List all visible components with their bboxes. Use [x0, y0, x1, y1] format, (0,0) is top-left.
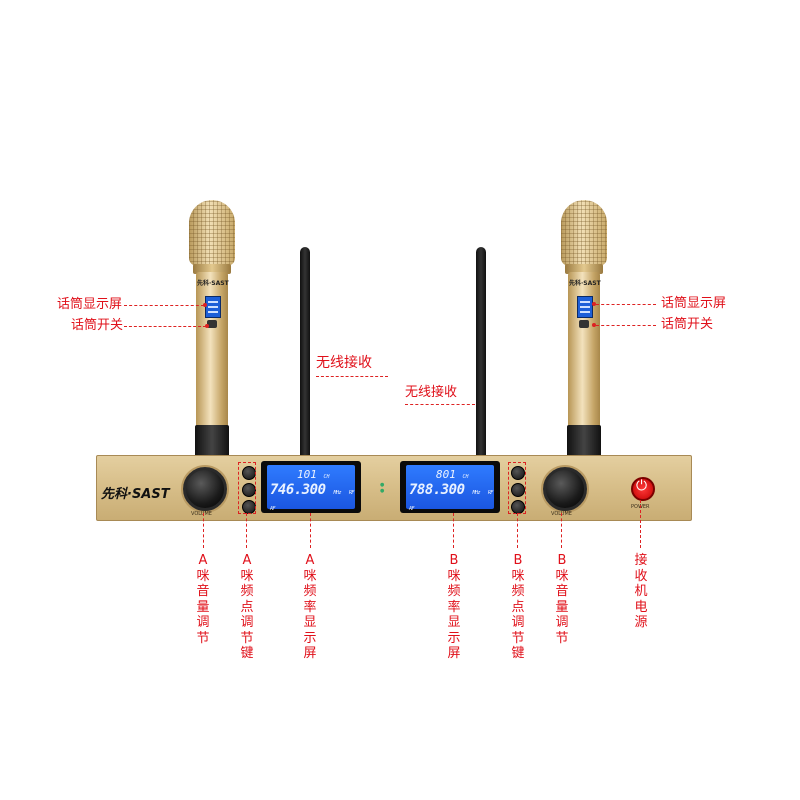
display-a-leader: [310, 513, 311, 548]
mic-left-screen-dot: [203, 303, 207, 307]
lcd-a-rf-af: RF AF: [270, 490, 354, 512]
mic-right-switch-dot: [592, 323, 596, 327]
lcd-a-frequency: 746.300: [270, 482, 326, 498]
volume-b-callout: B咪音量调节: [555, 553, 569, 646]
mic-right-screen-leader: [596, 304, 656, 305]
lcd-display-a: 101 CH 746.300 MHz RF AF: [261, 461, 361, 513]
antenna-right-leader: [405, 404, 475, 405]
mic-right-switch-leader: [596, 325, 656, 326]
mic-left-neck: [193, 264, 231, 274]
display-a-callout: A咪频率显示屏: [303, 553, 317, 661]
mic-left-power-switch[interactable]: [207, 320, 217, 328]
antenna-right: [476, 247, 486, 457]
volume-knob-a[interactable]: [183, 467, 227, 511]
mic-left-switch-leader: [124, 326, 206, 327]
mic-right-screen: [577, 296, 593, 318]
mic-right-body: 先科·SAST: [568, 272, 601, 432]
volume-knob-a-label: VOLUME: [191, 511, 212, 517]
mic-left-screen-leader: [124, 305, 204, 306]
mic-left-logo: 先科·SAST: [197, 280, 229, 287]
lcd-a-mhz-unit: MHz: [333, 490, 341, 496]
antenna-left-callout: 无线接收: [316, 355, 372, 371]
mic-left-switch-callout: 话筒开关: [71, 318, 124, 333]
lcd-b-frequency: 788.300: [409, 482, 465, 498]
receiver-unit: 先科·SAST VOLUME 101 CH 746.300 MHz RF AF …: [96, 455, 692, 521]
volume-a-leader: [203, 513, 204, 548]
mic-right-grille: [561, 200, 607, 266]
status-leds: ●●: [380, 482, 385, 494]
lcd-a-ch-unit: CH: [323, 474, 330, 480]
freq-point-a-callout: A咪频点调节键: [240, 553, 254, 661]
freq-point-b-callout: B咪频点调节键: [511, 553, 525, 661]
receiver-logo: 先科·SAST: [101, 487, 170, 502]
antenna-left-leader: [316, 376, 388, 377]
lcd-b-rf-af: RF AF: [409, 490, 493, 512]
lcd-b-channel: 801: [436, 468, 456, 481]
mic-right-logo: 先科·SAST: [569, 280, 601, 287]
freq-buttons-b-highlight: [508, 462, 526, 514]
antenna-left: [300, 247, 310, 457]
mic-left-screen: [205, 296, 221, 318]
lcd-b-mhz-unit: MHz: [472, 490, 480, 496]
up-button-b[interactable]: [511, 483, 525, 497]
power-leader: [640, 500, 641, 548]
display-b-leader: [453, 513, 454, 548]
freq-buttons-a-highlight: [238, 462, 256, 514]
antenna-right-callout: 无线接收: [405, 385, 458, 400]
lcd-a-channel: 101: [297, 468, 317, 481]
volume-a-callout: A咪音量调节: [196, 553, 210, 646]
mic-right-screen-callout: 话筒显示屏: [661, 296, 727, 311]
power-button[interactable]: [631, 477, 655, 501]
freq-point-a-leader: [246, 513, 247, 548]
mic-right-neck: [565, 264, 603, 274]
volume-b-leader: [561, 513, 562, 548]
display-b-callout: B咪频率显示屏: [447, 553, 461, 661]
mic-left-switch-dot: [205, 324, 209, 328]
power-callout: 接收机电源: [634, 553, 648, 630]
mic-right-power-switch[interactable]: [579, 320, 589, 328]
volume-knob-b[interactable]: [543, 467, 587, 511]
mic-left-screen-callout: 话筒显示屏: [57, 297, 123, 312]
mic-right-screen-dot: [592, 302, 596, 306]
mic-left-grille: [189, 200, 235, 266]
lcd-display-b: 801 CH 788.300 MHz RF AF: [400, 461, 500, 513]
mic-right-switch-callout: 话筒开关: [661, 317, 714, 332]
mic-left-body: 先科·SAST: [196, 272, 229, 432]
set-button-b[interactable]: [511, 466, 525, 480]
lcd-b-ch-unit: CH: [462, 474, 469, 480]
freq-buttons-b: [511, 466, 525, 517]
freq-point-b-leader: [517, 513, 518, 548]
